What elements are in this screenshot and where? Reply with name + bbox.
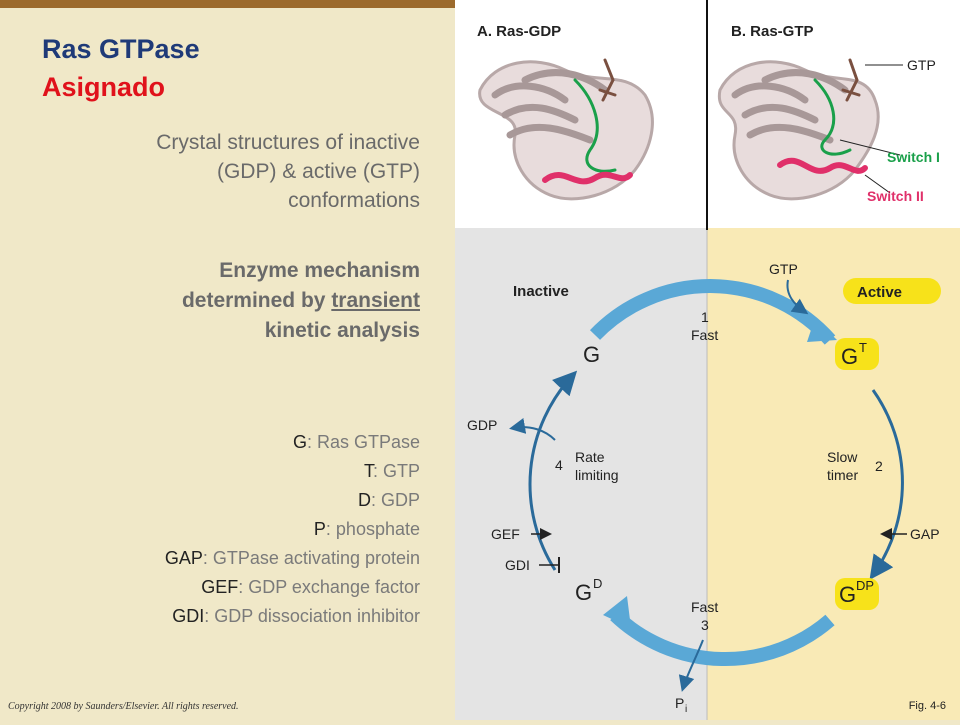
arc-step-1 [589, 279, 836, 345]
legend-key: GEF [201, 577, 239, 597]
gtp-structure-label: GTP [907, 57, 936, 73]
switch2-pointer [864, 174, 891, 194]
panel-a-label: A. Ras-GDP [477, 23, 561, 40]
mechanism-line: Enzyme mechanism [219, 259, 420, 282]
gef-label: GEF [491, 526, 520, 542]
gtp-input-label: GTP [769, 261, 798, 277]
node-gt-sup: T [859, 340, 867, 355]
legend-value: : GDP dissociation inhibitor [204, 606, 420, 626]
arrowhead-step-1 [807, 318, 837, 342]
legend-value: : GTPase activating protein [202, 548, 420, 568]
active-label: Active [857, 284, 902, 301]
mechanism-line: kinetic analysis [264, 319, 420, 342]
crystal-structures-text: Crystal structures of inactive (GDP) & a… [60, 128, 420, 215]
step1-number: 1 [701, 309, 709, 325]
legend-value: : phosphate [325, 519, 420, 539]
abbreviation-legend: G: Ras GTPase T: GTP D: GDP P: phosphate… [0, 428, 420, 631]
figure-panel: A. Ras-GDP B. Ras-GTP GTP Switch I Switc… [455, 0, 960, 720]
step1-label: Fast [691, 327, 718, 343]
cycle-arcs [528, 279, 904, 667]
text-panel [0, 8, 455, 720]
figure-number: Fig. 4-6 [908, 700, 946, 712]
legend-item: T: GTP [0, 457, 420, 486]
crystal-line: (GDP) & active (GTP) [216, 160, 420, 183]
step3-label: Fast [691, 599, 718, 615]
legend-item: GDI: GDP dissociation inhibitor [0, 602, 420, 631]
node-gt-highlight [835, 338, 879, 370]
gtp-input-arrow [786, 279, 809, 315]
legend-value: : GDP exchange factor [238, 577, 420, 597]
arc-step-3 [610, 609, 835, 667]
title-line-2: Asignado [42, 72, 166, 102]
node-gdp-sup: DP [856, 578, 874, 593]
legend-key: GDI [172, 606, 205, 626]
arrowhead-step-3 [603, 596, 631, 628]
step4-label-1: Rate [575, 449, 605, 465]
legend-key: G [292, 432, 307, 452]
gap-label: GAP [910, 526, 940, 542]
gdp-output-arrow [509, 418, 556, 441]
ras-gdp-structure [478, 58, 654, 201]
legend-key: P [313, 519, 326, 539]
inactive-bg [455, 228, 707, 720]
step4-number: 4 [555, 457, 563, 473]
step2-label-2: timer [827, 467, 858, 483]
ras-gtp-structure [717, 58, 880, 201]
arc-step-4 [528, 370, 578, 571]
mechanism-text: Enzyme mechanism determined by transient… [60, 256, 420, 346]
legend-value: : Ras GTPase [306, 432, 420, 452]
legend-item: GAP: GTPase activating protein [0, 544, 420, 573]
node-gdp-highlight [835, 578, 879, 610]
mechanism-line: determined by transient [60, 286, 420, 316]
mechanism-prefix: determined by [181, 289, 332, 312]
switch2-label: Switch II [867, 188, 924, 204]
crystal-line: conformations [288, 189, 420, 212]
legend-value: : GDP [370, 490, 420, 510]
pi-output-arrow [678, 639, 704, 692]
legend-item: P: phosphate [0, 515, 420, 544]
node-gt-base: G [841, 344, 858, 369]
copyright-notice: Copyright 2008 by Saunders/Elsevier. All… [8, 701, 239, 712]
node-gd-base: G [575, 580, 592, 605]
legend-key: T [363, 461, 373, 481]
legend-key: D [357, 490, 371, 510]
arc-step-2 [869, 389, 904, 580]
inactive-label: Inactive [513, 283, 569, 300]
gdp-output-label: GDP [467, 417, 497, 433]
active-badge [843, 278, 941, 304]
step2-label-1: Slow [827, 449, 858, 465]
legend-value: : GTP [372, 461, 420, 481]
step3-number: 3 [701, 617, 709, 633]
node-gd-sup: D [593, 576, 602, 591]
pi-label-base: P [675, 695, 684, 711]
title-line-1: Ras GTPase [42, 34, 200, 64]
legend-item: D: GDP [0, 486, 420, 515]
ras-cycle-figure: A. Ras-GDP B. Ras-GTP GTP Switch I Switc… [455, 0, 960, 720]
legend-item: G: Ras GTPase [0, 428, 420, 457]
crystal-line: Crystal structures of inactive [156, 131, 420, 154]
step4-label-2: limiting [575, 467, 619, 483]
pi-label-sub: i [685, 704, 687, 715]
active-bg [707, 228, 960, 720]
switch1-pointer [839, 139, 901, 156]
panel-b-label: B. Ras-GTP [731, 23, 814, 40]
switch1-label: Switch I [887, 149, 940, 165]
legend-key: GAP [164, 548, 203, 568]
node-g: G [583, 342, 600, 367]
gdi-label: GDI [505, 557, 530, 573]
legend-item: GEF: GDP exchange factor [0, 573, 420, 602]
mechanism-underlined: transient [331, 289, 420, 312]
step2-number: 2 [875, 458, 883, 474]
top-accent-bar [0, 0, 455, 8]
node-gdp-base: G [839, 582, 856, 607]
